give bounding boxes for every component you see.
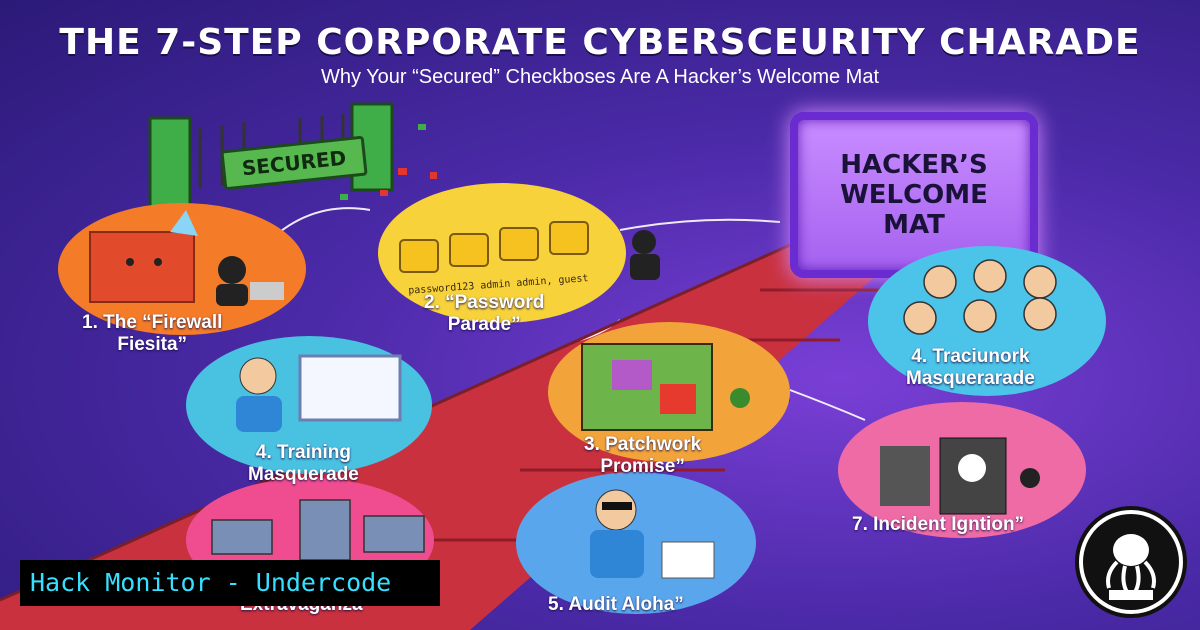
octopus-logo-icon [1075, 506, 1187, 618]
hacker-icon [216, 256, 284, 306]
server-rack-icon [880, 437, 1040, 515]
page-subtitle: Why Your “Secured” Checkboses Are A Hack… [320, 66, 880, 88]
step-label-patchwork: 3. Patchwork Promise” [584, 434, 702, 477]
devices-icon [211, 499, 425, 561]
step-label-firewall: 1. The “Firewall Fiesita” [82, 312, 223, 355]
step-label-audit: 5. Audit Aloha” [548, 594, 684, 615]
step-label-password: 2. “Password Parade” [424, 292, 545, 335]
step-label-training-right: 4. Traciunork Masquerarade [906, 346, 1035, 389]
brick-wall-icon [89, 210, 198, 303]
auditor-icon [590, 489, 715, 579]
watermark-banner: Hack Monitor - Undercode [20, 560, 440, 606]
patchwork-quilt-icon [581, 343, 750, 431]
hacker-icon [630, 230, 660, 280]
step-label-training-left: 4. Training Masquerade [248, 442, 359, 485]
welcome-mat-text: HACKER’S WELCOME MAT [840, 150, 988, 240]
trainer-icon [236, 354, 402, 432]
page-title: THE 7-STEP CORPORATE CYBERSCEURITY CHARA… [59, 22, 1141, 63]
padlocks-icon [399, 221, 589, 273]
step-label-incident: 7. Incident Igntion” [852, 514, 1025, 535]
octopus-icon [1083, 514, 1179, 610]
masked-people-icon [903, 259, 1057, 335]
